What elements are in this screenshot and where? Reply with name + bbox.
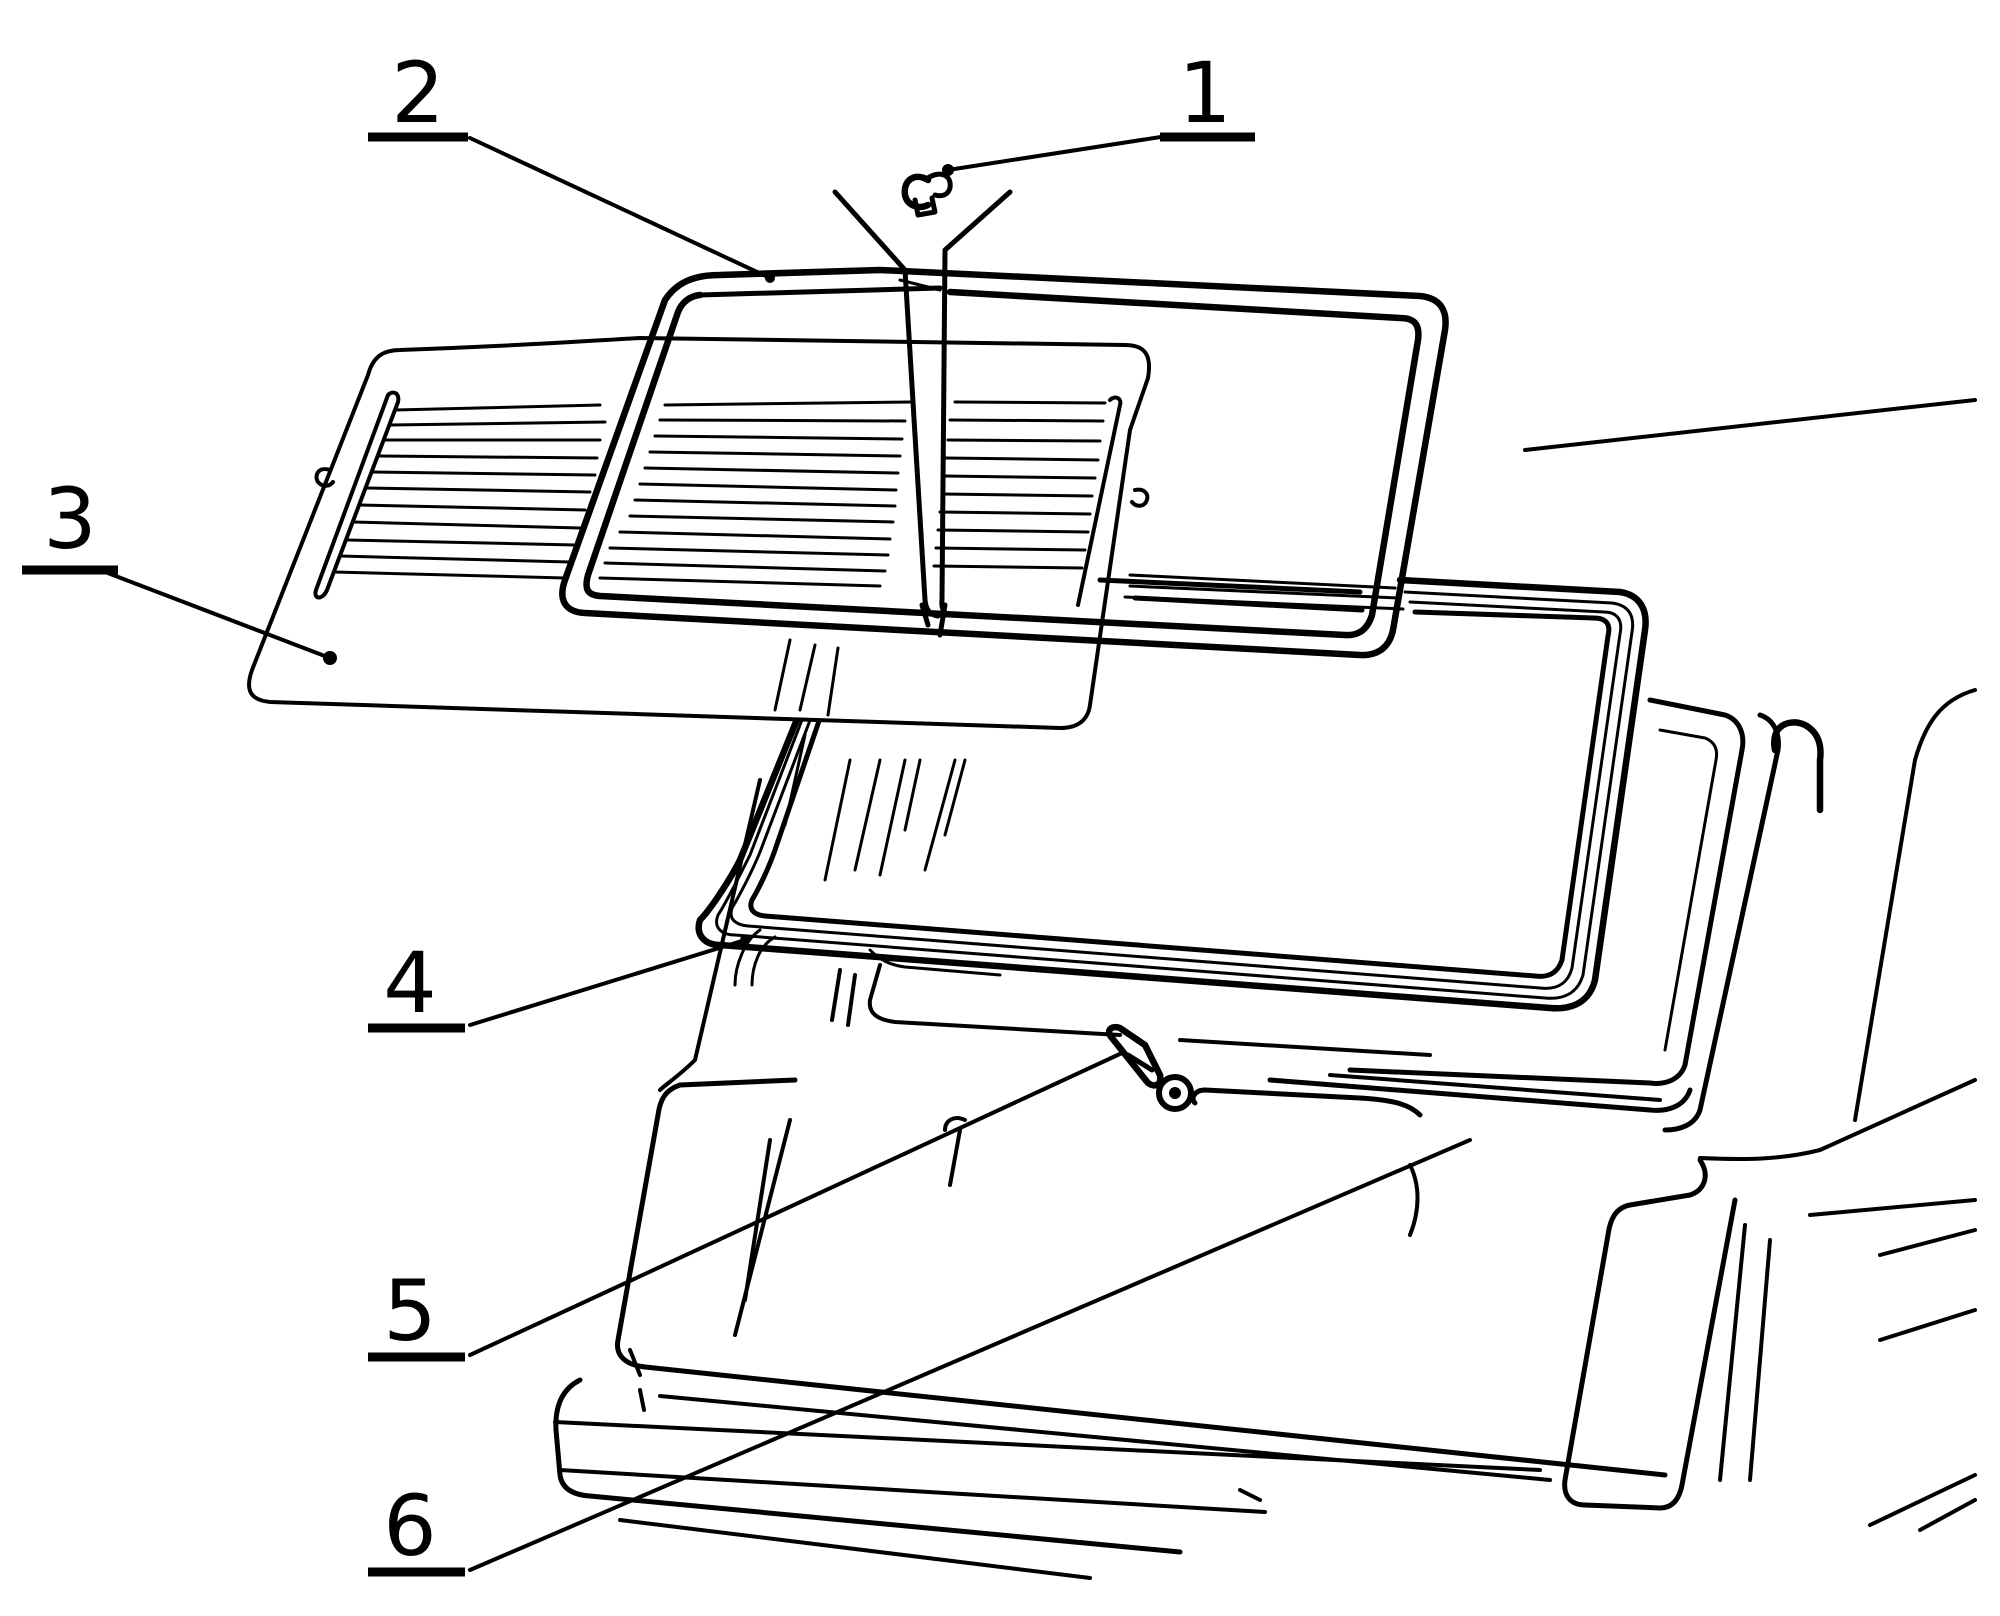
window-glass — [247, 336, 1151, 882]
retaining-clip — [901, 164, 954, 218]
callout-label: 5 — [383, 1262, 436, 1360]
callout-label: 1 — [1178, 44, 1231, 142]
callout-1: 1 — [1160, 44, 1255, 142]
callout-5: 5 — [368, 1262, 465, 1362]
callout-label: 3 — [43, 470, 96, 568]
callout-label: 2 — [391, 44, 444, 142]
fastener — [1105, 1023, 1194, 1112]
glass-defroster-grid — [332, 400, 1107, 588]
callout-label: 4 — [383, 934, 436, 1032]
callout-3: 3 — [22, 470, 118, 575]
callout-label: 6 — [383, 1477, 436, 1575]
callout-4: 4 — [368, 934, 465, 1033]
leader-lines — [98, 134, 1472, 1572]
window-molding — [559, 189, 1449, 659]
window-seal — [695, 573, 1649, 1012]
callout-2: 2 — [368, 44, 468, 142]
vehicle-body — [553, 398, 1977, 1580]
callout-6: 6 — [368, 1477, 465, 1577]
